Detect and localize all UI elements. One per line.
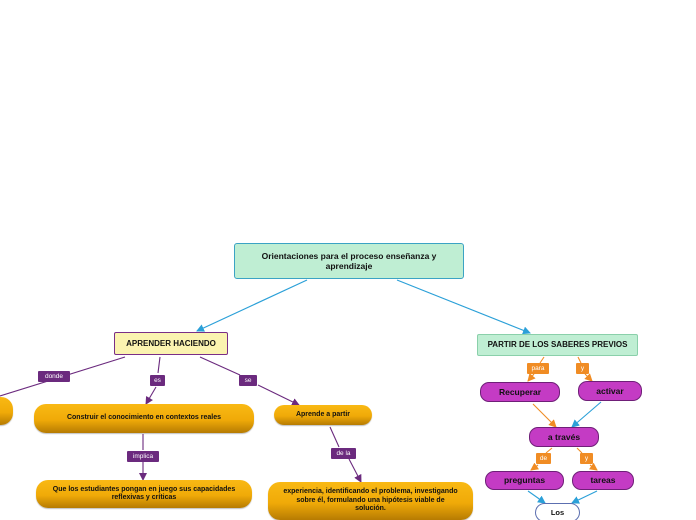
tag-se[interactable]: se <box>239 375 257 386</box>
link-recuperar-atraves <box>532 403 557 428</box>
link-root-aprender <box>196 279 308 332</box>
link-partir-y1 <box>577 356 582 364</box>
a-traves-node[interactable]: a través <box>529 427 599 447</box>
tag-de-la[interactable]: de la <box>331 448 356 459</box>
link-activar-atraves <box>571 401 602 428</box>
link-root-partir <box>396 279 531 335</box>
construir-node[interactable]: Construir el conocimiento en contextos r… <box>34 404 254 433</box>
link-de-preguntas <box>530 462 540 471</box>
link-aprende-dela <box>329 426 340 448</box>
link-dela-experiencia <box>348 458 362 483</box>
link-atraves-de <box>545 447 553 454</box>
tag-para[interactable]: para <box>527 363 549 374</box>
experiencia-node[interactable]: experiencia, identificando el problema, … <box>268 482 473 520</box>
link-y1-activar <box>584 373 593 382</box>
link-es-construir <box>145 386 157 405</box>
tareas-node[interactable]: tareas <box>572 471 634 490</box>
link-para-recuperar <box>527 373 536 382</box>
link-aprender-se <box>199 356 241 376</box>
aprender-haciendo-node[interactable]: APRENDER HACIENDO <box>114 332 228 355</box>
link-atraves-y2 <box>576 447 583 454</box>
estudiantes-node[interactable]: Que los estudiantes pongan en juego sus … <box>36 480 252 508</box>
tag-donde[interactable]: donde <box>38 371 70 382</box>
recuperar-node[interactable]: Recuperar <box>480 382 560 402</box>
link-partir-para <box>539 356 545 364</box>
preguntas-node[interactable]: preguntas <box>485 471 564 490</box>
link-preguntas-los <box>527 490 546 504</box>
link-tareas-los <box>571 490 598 504</box>
offscreen-node-left[interactable] <box>0 397 13 425</box>
tag-de[interactable]: de <box>536 453 551 464</box>
link-y2-tareas <box>588 462 598 471</box>
link-aprender-es <box>157 356 161 374</box>
tag-y-activar[interactable]: y <box>576 363 589 374</box>
root-node[interactable]: Orientaciones para el proceso enseñanza … <box>234 243 464 279</box>
link-se-aprende <box>257 384 300 406</box>
partir-saberes-node[interactable]: PARTIR DE LOS SABERES PREVIOS <box>477 334 638 356</box>
aprende-partir-node[interactable]: Aprende a partir <box>274 405 372 425</box>
activar-node[interactable]: activar <box>578 381 642 401</box>
los-node[interactable]: Los <box>535 503 580 520</box>
tag-implica[interactable]: implica <box>127 451 159 462</box>
tag-y-tareas[interactable]: y <box>580 453 593 464</box>
tag-es[interactable]: es <box>150 375 165 386</box>
